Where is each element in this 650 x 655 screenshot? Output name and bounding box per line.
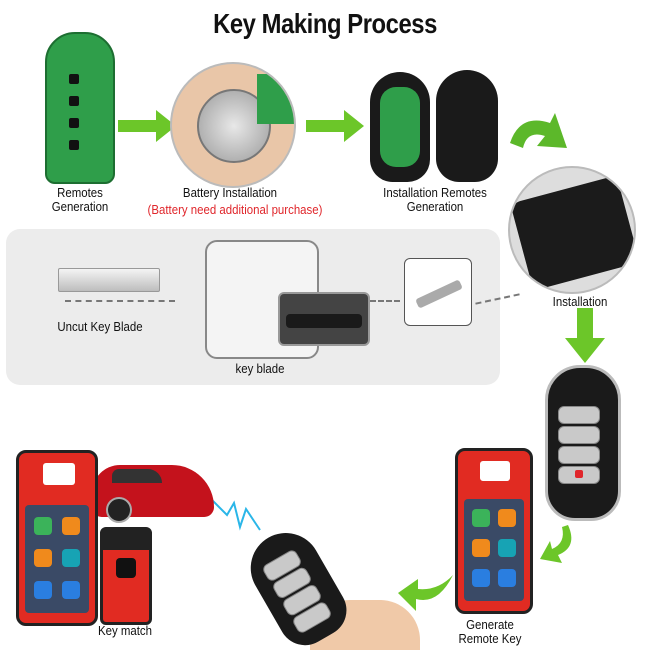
label-uncut-key-blade: Uncut Key Blade xyxy=(57,319,143,334)
assembled-smart-key-image xyxy=(545,365,621,521)
remote-pcb-image xyxy=(45,32,115,184)
dashed-line xyxy=(65,300,175,302)
installation-image xyxy=(508,166,636,294)
label-battery-installation: Battery Installation xyxy=(182,185,278,200)
label-generate-remote-key: Generate Remote Key xyxy=(458,617,522,646)
key-programmer-device-left xyxy=(16,450,98,626)
label-installation: Installation xyxy=(552,294,608,309)
label-key-match: Key match xyxy=(97,623,153,638)
label-key-blade: key blade xyxy=(235,361,285,376)
key-blade-profile-screen xyxy=(278,292,370,346)
arrow-right-icon xyxy=(118,110,176,142)
remote-housing-open-image xyxy=(370,72,430,182)
label-remotes-generation: Remotes Generation xyxy=(51,185,109,214)
battery-note: (Battery need additional purchase) xyxy=(147,202,323,217)
arrow-left-icon xyxy=(398,575,453,611)
dashed-line xyxy=(370,300,400,302)
signal-wave-icon xyxy=(212,499,261,531)
red-car-image xyxy=(92,465,214,523)
battery-installation-image xyxy=(170,62,296,188)
remote-cover-image xyxy=(436,70,498,182)
curved-arrow-icon xyxy=(510,113,567,148)
page-title: Key Making Process xyxy=(213,8,437,39)
uncut-key-blade-image xyxy=(58,268,160,292)
obd-dongle-image xyxy=(100,527,152,625)
curved-arrow-icon xyxy=(540,525,572,563)
label-installation-remotes-generation: Installation Remotes Generation xyxy=(383,185,487,214)
cut-key-image xyxy=(404,258,472,326)
key-programmer-device-right xyxy=(455,448,533,614)
arrow-down-icon xyxy=(565,308,605,363)
arrow-right-icon xyxy=(306,110,364,142)
